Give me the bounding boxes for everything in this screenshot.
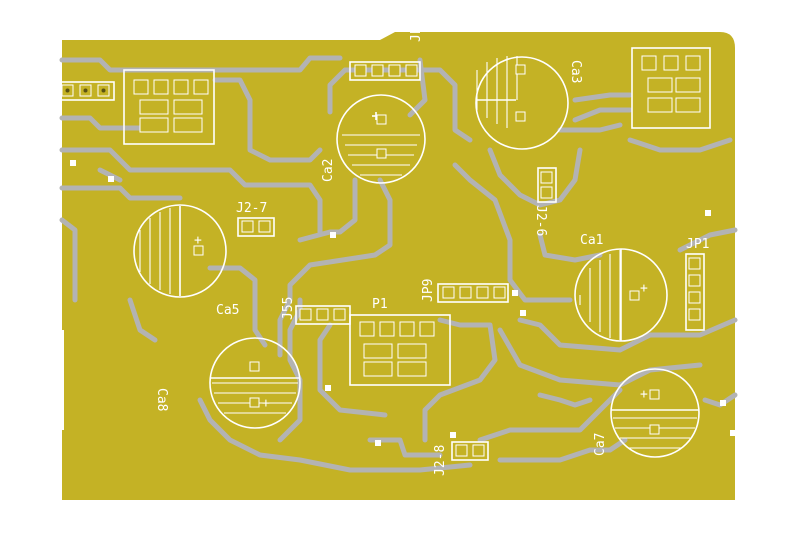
header-j588 — [57, 81, 115, 101]
label-j55: J55 — [281, 297, 296, 320]
regulator-top-right — [631, 47, 711, 129]
label-ca8: Ca8 — [154, 388, 169, 411]
plus-mark-ca1: + — [640, 281, 648, 296]
label-ca1: Ca1 — [580, 233, 603, 248]
label-jp2: JP2 — [409, 19, 424, 42]
capacitor-ca2 — [336, 94, 426, 184]
label-ca2: Ca2 — [321, 159, 336, 182]
capacitor-ca5: + — [209, 337, 301, 429]
jumper-j2-8 — [451, 441, 489, 461]
jumper-j2-6 — [537, 167, 557, 203]
plus-mark-ca5: + — [262, 396, 270, 411]
label-j2-6: J2-6 — [533, 205, 548, 236]
label-ca5: Ca5 — [216, 303, 239, 318]
capacitor-ca3 — [475, 56, 569, 150]
label-p1: P1 — [372, 297, 388, 312]
label-ca3: Ca3 — [568, 60, 583, 83]
jumper-j2-7 — [237, 217, 275, 237]
header-jp1 — [685, 253, 705, 331]
label-j2-7: J2-7 — [236, 201, 267, 216]
label-ca7: Ca7 — [593, 433, 608, 456]
plus-mark-left: + — [194, 233, 202, 248]
vias — [70, 160, 736, 446]
isolation-traces — [59, 55, 738, 473]
regulator-top-left — [123, 69, 215, 145]
plus-mark-ca7: + — [640, 387, 648, 402]
label-jp9: JP9 — [421, 279, 436, 302]
label-j2-8: J2-8 — [433, 445, 448, 476]
label-jp1: JP1 — [686, 237, 709, 252]
header-jp9 — [437, 283, 509, 303]
capacitor-ca1: + — [574, 248, 668, 342]
header-jp2 — [349, 61, 421, 81]
label-j588: J588 — [39, 65, 54, 96]
capacitor-ca7: + — [610, 368, 700, 458]
board-notch — [50, 330, 64, 430]
capacitor-left: + — [133, 204, 227, 298]
regulator-p1 — [349, 314, 451, 386]
